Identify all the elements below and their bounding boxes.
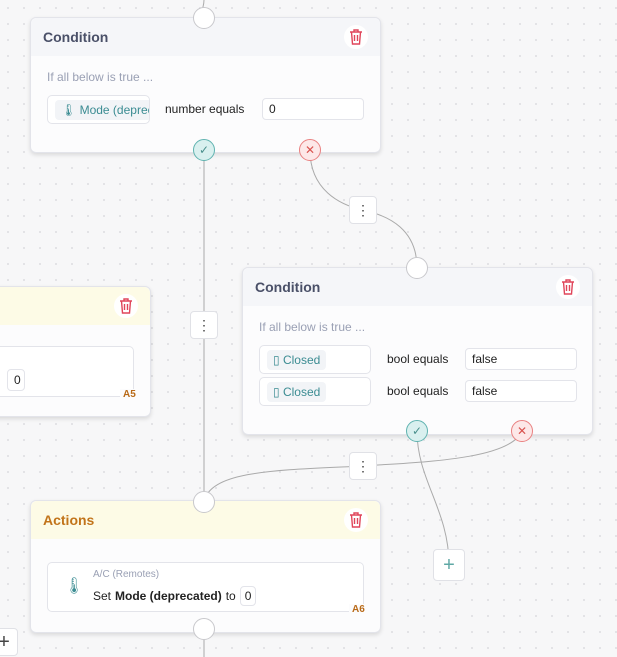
output-port[interactable] — [193, 618, 215, 640]
thermometer-icon: 🌡 — [61, 102, 77, 117]
action-node-a5[interactable]: 0 A5 — [0, 286, 151, 417]
value-input[interactable]: false — [465, 348, 577, 370]
action-tag: A6 — [349, 604, 368, 615]
trash-icon[interactable] — [114, 294, 138, 318]
operator: bool equals — [387, 384, 449, 398]
operator: number equals — [165, 102, 245, 116]
condition-subtitle: If all below is true ... — [259, 320, 366, 334]
set-label: Set — [93, 589, 112, 603]
input-port[interactable] — [193, 491, 215, 513]
contact-sensor-icon: ▯ — [273, 352, 280, 367]
action-tag: A5 — [120, 389, 139, 400]
entity-selector[interactable]: 🌡 Mode (deprecated) — [47, 95, 150, 124]
action-item[interactable]: 🌡 A/C (Remotes) Set Mode (deprecated) to… — [47, 562, 364, 612]
input-port[interactable] — [193, 7, 215, 29]
operator: bool equals — [387, 352, 449, 366]
more-options-button[interactable]: ⋮ — [190, 311, 218, 339]
value-input[interactable]: false — [465, 380, 577, 402]
trash-icon[interactable] — [556, 275, 580, 299]
entity-selector[interactable]: ▯ Closed — [259, 377, 371, 406]
more-options-button[interactable]: ⋮ — [349, 196, 377, 224]
false-port[interactable]: ✕ — [299, 139, 321, 161]
value: 0 — [7, 369, 25, 391]
contact-sensor-icon: ▯ — [273, 384, 280, 399]
condition-node-2[interactable]: Condition If all below is true ... ▯ Clo… — [242, 267, 593, 435]
condition-title: Condition — [31, 18, 380, 56]
trash-icon[interactable] — [344, 508, 368, 532]
device-name: A/C (Remotes) — [93, 569, 160, 580]
to-label: to — [225, 589, 236, 603]
action-node-a6[interactable]: Actions 🌡 A/C (Remotes) Set Mode (deprec… — [30, 500, 381, 633]
value-input[interactable]: 0 — [262, 98, 364, 120]
entity-selector[interactable]: ▯ Closed — [259, 345, 371, 374]
add-node-button[interactable]: + — [433, 549, 465, 581]
attribute-name: Mode (deprecated) — [115, 589, 222, 603]
wire-condition2-true — [416, 430, 450, 566]
true-port[interactable]: ✓ — [193, 139, 215, 161]
true-port[interactable]: ✓ — [406, 420, 428, 442]
false-port[interactable]: ✕ — [511, 420, 533, 442]
condition-node-1[interactable]: Condition If all below is true ... 🌡 Mod… — [30, 17, 381, 153]
more-options-button[interactable]: ⋮ — [349, 452, 377, 480]
trash-icon[interactable] — [344, 25, 368, 49]
condition-subtitle: If all below is true ... — [47, 70, 154, 84]
value[interactable]: 0 — [239, 586, 257, 606]
thermometer-icon: 🌡 — [64, 578, 85, 595]
add-node-button[interactable]: + — [0, 628, 18, 656]
input-port[interactable] — [406, 257, 428, 279]
